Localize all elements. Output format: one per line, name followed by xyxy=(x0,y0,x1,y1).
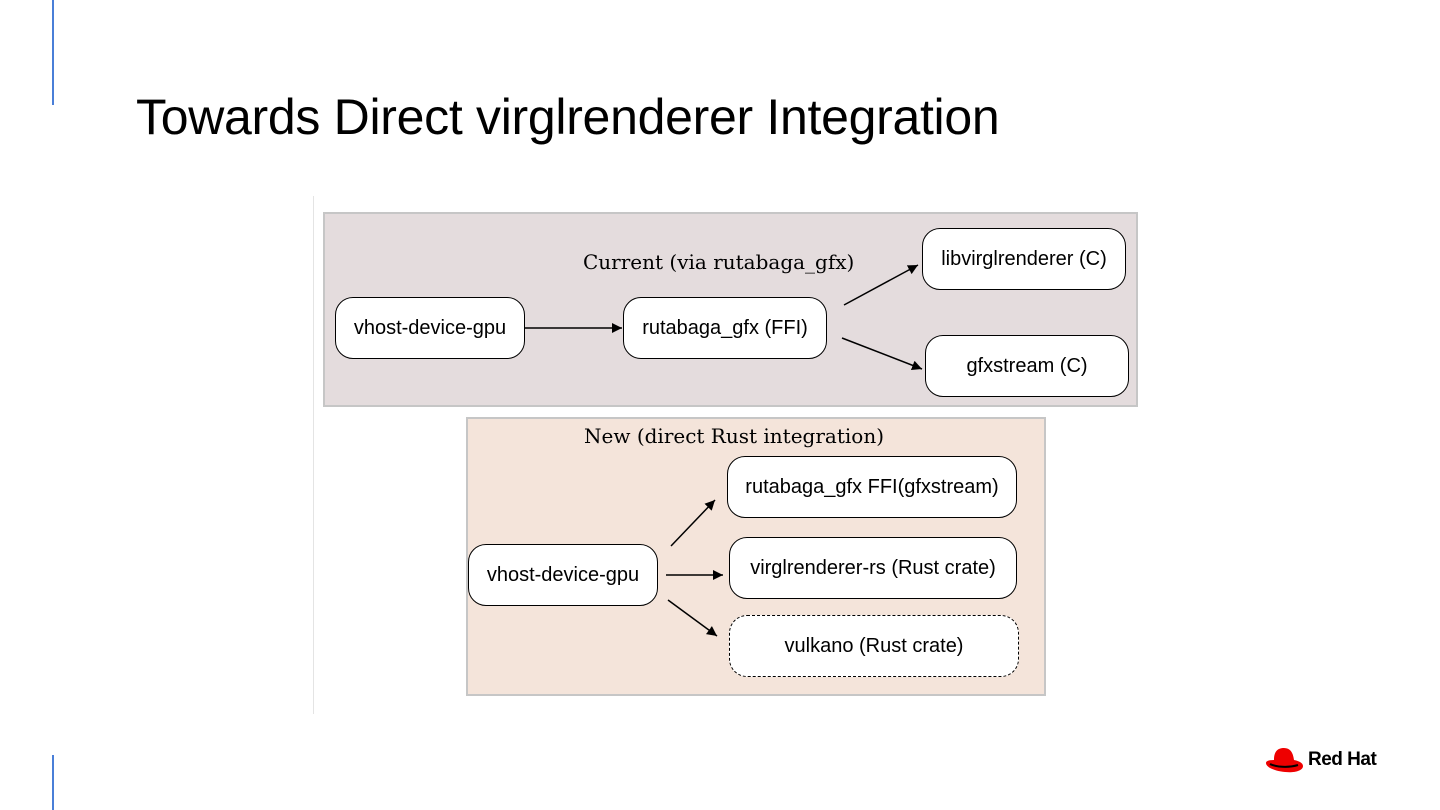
cluster-new-label: New (direct Rust integration) xyxy=(584,424,884,448)
edge-new-vhost-to-vulkano xyxy=(667,599,718,637)
node-vulkano: vulkano (Rust crate) xyxy=(729,615,1019,677)
accent-line-top xyxy=(52,0,54,105)
node-current-rutabaga-gfx-ffi: rutabaga_gfx (FFI) xyxy=(623,297,827,359)
red-hat-logo: Red Hat xyxy=(1264,744,1377,776)
node-rutabaga-gfx-ffi-gfxstream: rutabaga_gfx FFI(gfxstream) xyxy=(727,456,1017,518)
node-libvirglrenderer-c: libvirglrenderer (C) xyxy=(922,228,1126,290)
edge-new-vhost-to-rutabaga-ffi xyxy=(670,499,716,547)
edge-current-rutabaga-to-gfxstream xyxy=(841,337,923,371)
accent-line-bottom xyxy=(52,755,54,810)
node-virglrenderer-rs: virglrenderer-rs (Rust crate) xyxy=(729,537,1017,599)
red-hat-fedora-icon xyxy=(1266,748,1303,773)
edge-current-rutabaga-to-libvirglrenderer xyxy=(843,264,919,306)
slide-title: Towards Direct virglrenderer Integration xyxy=(136,89,1000,145)
brand-name: Red Hat xyxy=(1308,749,1377,770)
node-gfxstream-c: gfxstream (C) xyxy=(925,335,1129,397)
node-new-vhost-device-gpu: vhost-device-gpu xyxy=(468,544,658,606)
cluster-current-label: Current (via rutabaga_gfx) xyxy=(583,250,855,274)
diagram-frame xyxy=(313,196,1144,714)
node-current-vhost-device-gpu: vhost-device-gpu xyxy=(335,297,525,359)
